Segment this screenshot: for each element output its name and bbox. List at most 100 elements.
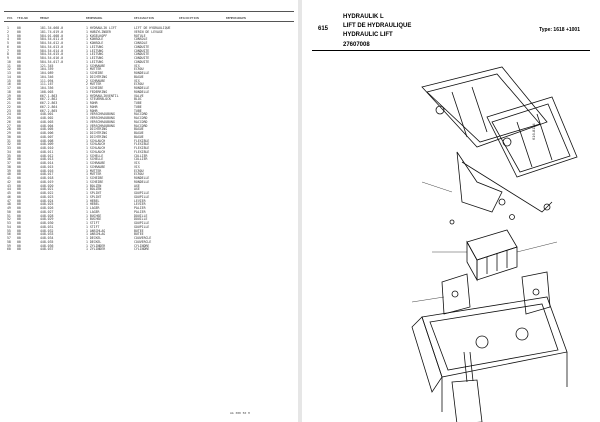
table-cell: 1 SCHELLE	[86, 157, 104, 162]
table-cell: FLEXIBLE	[134, 142, 150, 147]
table-cell: 448.014	[40, 161, 54, 165]
table-cell: TUBE	[134, 101, 142, 105]
table-cell: 7	[7, 48, 9, 53]
table-cell: 1 KONSOLE	[86, 41, 104, 45]
table-cell: 00	[17, 247, 21, 252]
table-cell: 00	[17, 108, 21, 113]
table-cell: 448.004	[40, 123, 54, 128]
table-cell: 00	[17, 224, 21, 229]
table-cell: 448.037	[40, 247, 54, 252]
table-cell: 15	[7, 78, 11, 83]
table-cell: 1 BUCHSE	[86, 217, 102, 222]
table-cell: CONDUITE	[134, 59, 150, 64]
table-cell: 12	[7, 67, 11, 72]
table-cell: 181.34.068.0	[40, 26, 64, 30]
table-cell: 1 SCHLAUCH	[86, 138, 106, 143]
table-cell: RACCORD	[134, 123, 148, 128]
page-footer: AG 380 50 H	[230, 411, 250, 415]
exploded-view-diagram	[411, 66, 578, 422]
table-cell: RACCORD	[134, 116, 148, 120]
table-cell: 1 MUTTER	[86, 168, 102, 173]
table-cell: 00	[17, 164, 21, 169]
table-cell: VALVE	[134, 93, 144, 98]
table-cell: 1 KONSOLE	[86, 37, 104, 42]
table-cell: 00	[17, 44, 21, 49]
table-cell: 1 DICHTRING	[86, 127, 108, 132]
table-cell: 40	[7, 172, 11, 177]
col-header: POS	[7, 16, 13, 20]
table-cell: 448.018	[40, 176, 54, 180]
table-cell: 584.54.013.0	[40, 44, 64, 49]
parts-list-page: POS TEILNR MENGE BENENNUNG DESIGNATION D…	[0, 0, 298, 422]
table-cell: 1 SCHEIBE	[86, 179, 104, 184]
table-cell: 00	[17, 63, 21, 68]
table-cell: 00	[17, 157, 21, 162]
table-cell: 1 DECKEL	[86, 236, 102, 240]
table-cell: 00	[17, 134, 21, 139]
table-cell: 1 SPLINT	[86, 191, 102, 195]
table-cell: 00	[17, 187, 21, 192]
table-cell: 584.54.011.0	[40, 37, 64, 42]
table-cell: 1 MUTTER	[86, 67, 102, 72]
table-cell: 33	[7, 146, 11, 150]
table-cell: 1 SCHLAUCH	[86, 142, 106, 147]
table-cell: 44	[7, 187, 11, 192]
table-cell: VIS	[134, 78, 140, 83]
table-cell: GOUPILLE	[134, 224, 150, 229]
table-cell: 1 HEBEL	[86, 198, 100, 203]
table-cell: 53	[7, 221, 11, 225]
table-cell: 26	[7, 119, 11, 124]
table-cell: 1 ROHR	[86, 101, 98, 105]
header-rule	[4, 21, 294, 22]
table-cell: RACCORD	[134, 112, 148, 117]
table-cell: 21	[7, 101, 11, 105]
table-cell: BUTEE	[134, 232, 144, 237]
table-cell: 48	[7, 202, 11, 207]
table-cell: 448.032	[40, 228, 54, 233]
table-cell: 448.036	[40, 243, 54, 248]
table-cell: 448.028	[40, 213, 54, 218]
table-cell: AXE	[134, 183, 140, 188]
table-cell: AXE	[134, 187, 140, 192]
table-cell: COLLIER	[134, 157, 148, 162]
table-cell: 8	[7, 52, 9, 57]
table-cell: 1 SPLINT	[86, 194, 102, 199]
table-cell: 1 DICHTRING	[86, 74, 108, 79]
table-cell: 121.345	[40, 63, 54, 68]
table-cell: 448.010	[40, 146, 54, 150]
table-cell: 38	[7, 164, 11, 169]
table-cell: BLOC	[134, 97, 142, 102]
table-cell: ECROU	[134, 67, 144, 72]
table-cell: 448.011	[40, 149, 54, 154]
table-cell: 00	[17, 217, 21, 222]
title-french: LIFT DE HYDRAULIQUE	[343, 23, 412, 29]
hydraulic-cylinder	[451, 379, 483, 422]
col-header: BEMERKUNGEN	[226, 16, 246, 20]
table-cell: 1 SCHRAUBE	[86, 161, 106, 165]
table-cell: 00	[17, 127, 21, 132]
table-cell: 1 LEITUNG	[86, 56, 104, 60]
table-cell: 00	[17, 191, 21, 195]
table-cell: 448.026	[40, 206, 54, 210]
table-cell: 00	[17, 93, 21, 98]
table-cell: 25	[7, 116, 11, 120]
table-cell: 448.035	[40, 239, 54, 244]
